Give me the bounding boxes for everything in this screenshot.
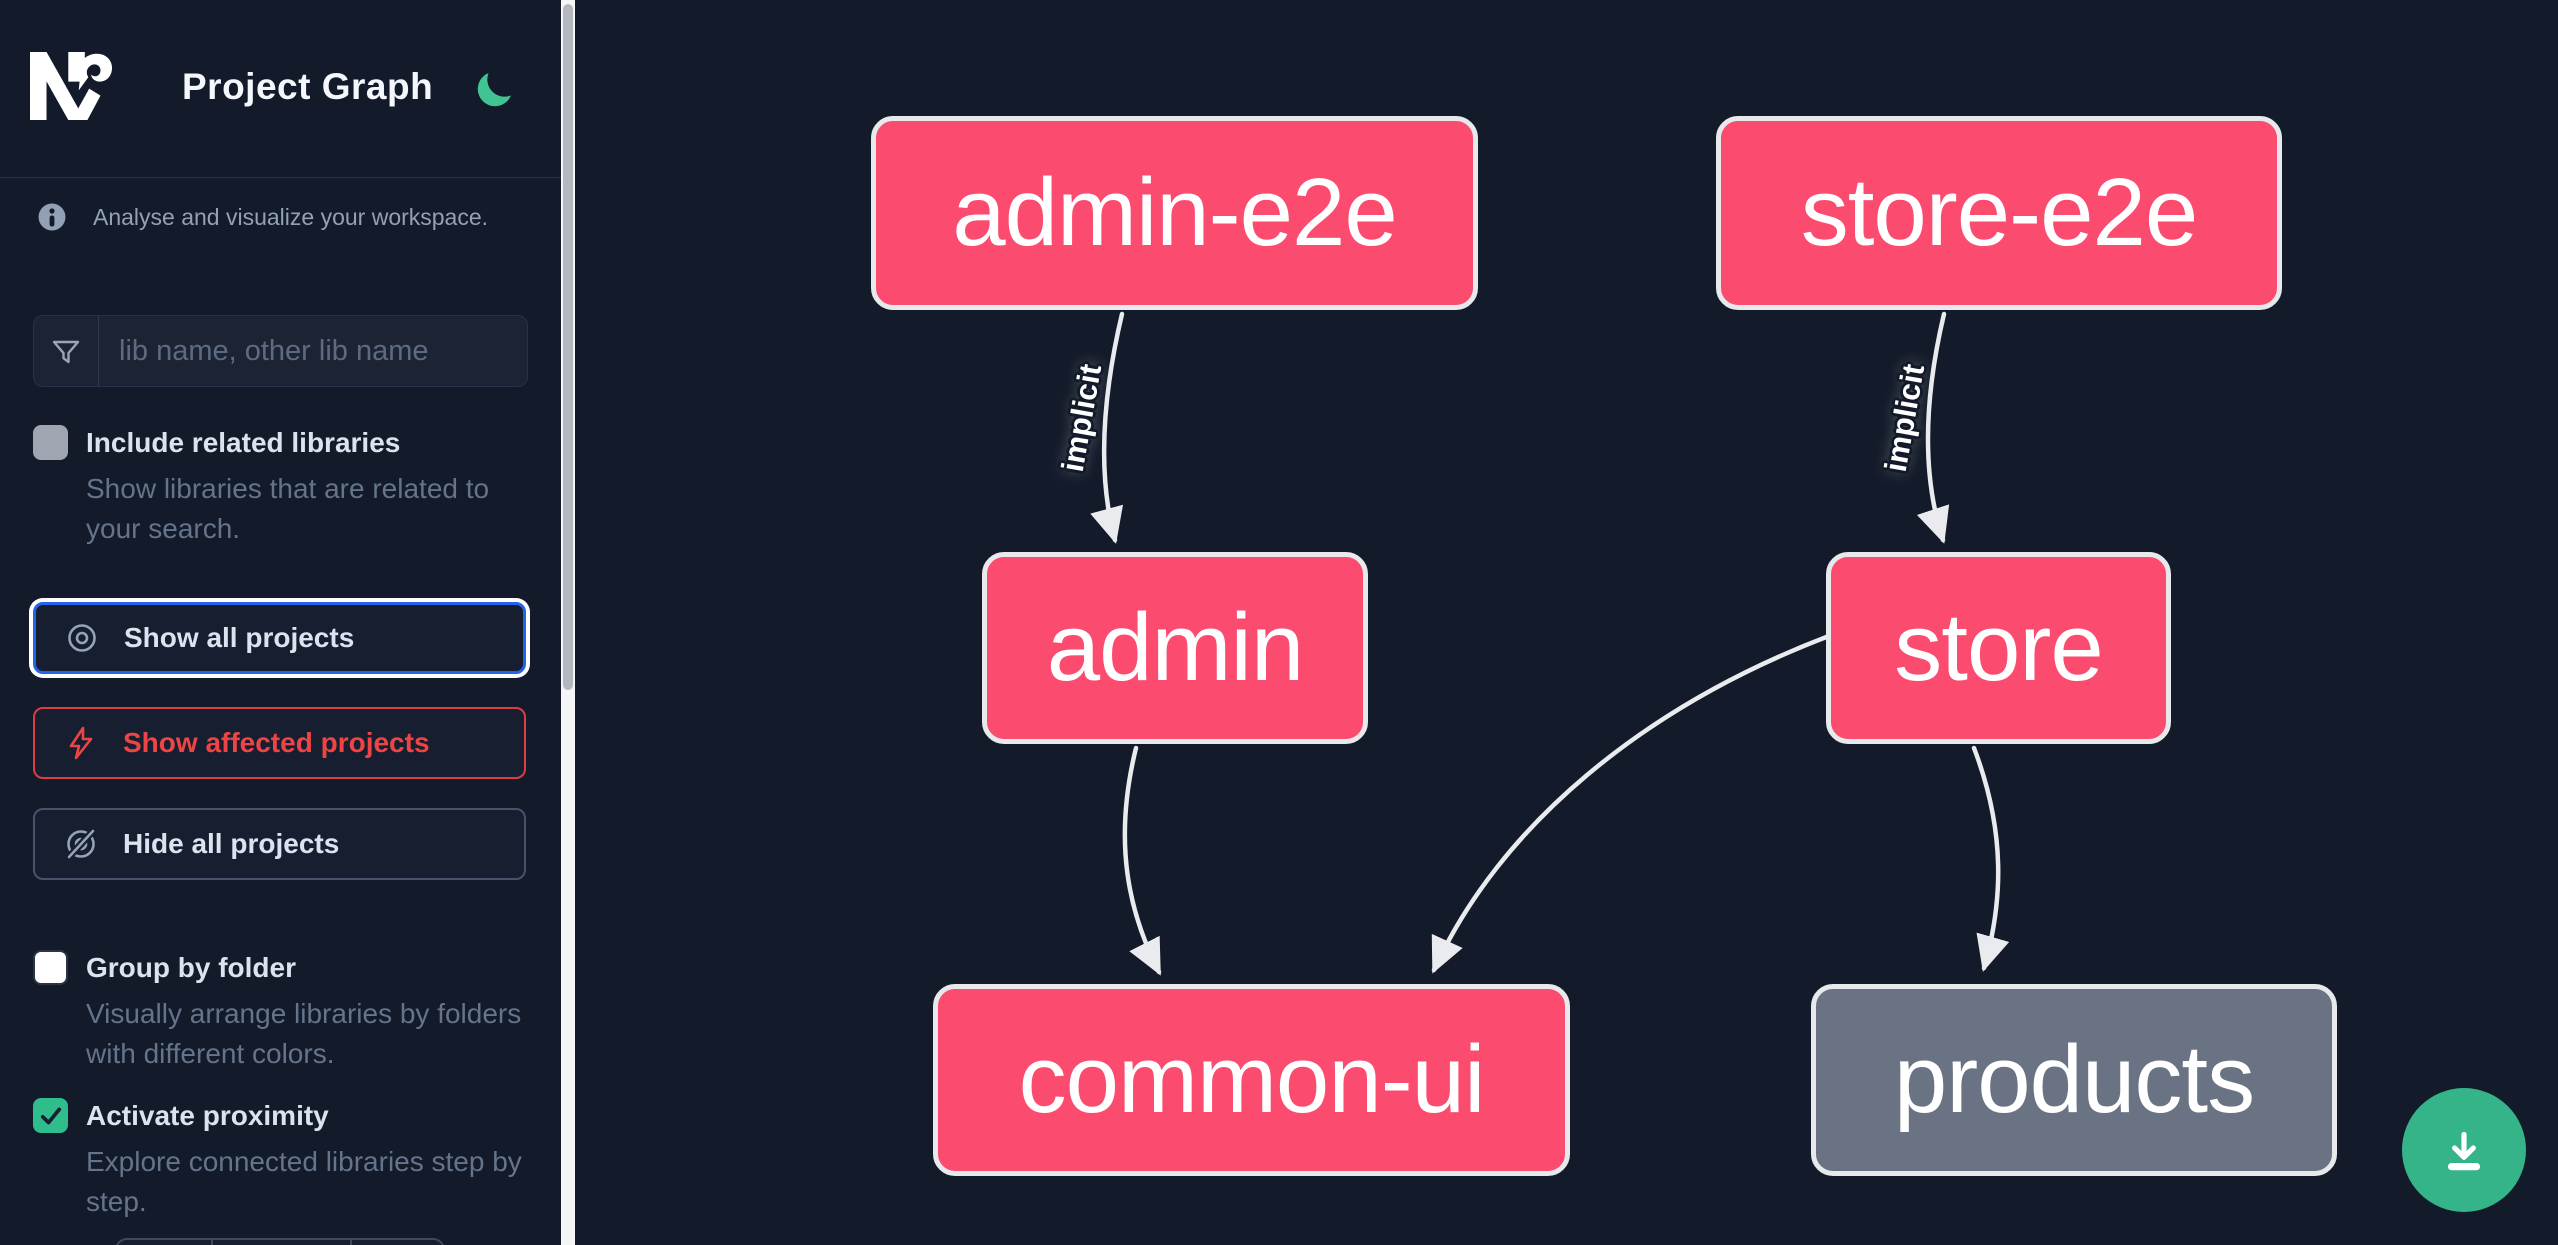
- group-by-folder-checkbox[interactable]: [33, 950, 68, 985]
- hide-all-projects-label: Hide all projects: [123, 828, 340, 859]
- nx-logo-icon: [30, 52, 113, 120]
- edge-store-common-ui[interactable]: [1431, 633, 1832, 974]
- sidebar: Project Graph Analyse and visualize your…: [0, 0, 561, 1245]
- show-all-projects-button[interactable]: Show all projects: [33, 602, 526, 674]
- show-affected-projects-label: Show affected projects: [123, 727, 430, 758]
- sidebar-scrollbar-track[interactable]: [561, 0, 575, 1245]
- edge-label-implicit: implicit: [1054, 361, 1109, 475]
- edge-admin-common-ui[interactable]: [1122, 745, 1162, 976]
- node-label: common-ui: [1018, 1026, 1486, 1133]
- activate-proximity-checkbox[interactable]: [33, 1098, 68, 1133]
- graph-canvas[interactable]: implicit implicit admin-e2e store-e2e ad…: [575, 0, 2558, 1245]
- node-store-e2e[interactable]: store-e2e: [1716, 116, 2282, 310]
- group-by-folder-description: Visually arrange libraries by folders wi…: [86, 998, 522, 1069]
- filter-funnel-icon: [52, 340, 80, 364]
- show-all-projects-label: Show all projects: [124, 622, 355, 653]
- download-icon: [2447, 1131, 2481, 1171]
- edge-label-implicit: implicit: [1877, 361, 1932, 475]
- info-icon: [38, 203, 66, 231]
- node-label: store: [1894, 594, 2103, 701]
- include-related-checkbox[interactable]: [33, 425, 68, 460]
- show-affected-projects-button[interactable]: Show affected projects: [33, 707, 526, 779]
- include-related-label: Include related libraries: [86, 427, 401, 458]
- filter-icon-cell: [34, 316, 99, 386]
- node-label: admin: [1046, 594, 1304, 701]
- node-common-ui[interactable]: common-ui: [933, 984, 1570, 1176]
- group-by-folder-label: Group by folder: [86, 952, 296, 983]
- theme-toggle-button[interactable]: [472, 66, 518, 112]
- tagline-text: Analyse and visualize your workspace.: [93, 203, 489, 230]
- edge-store-products[interactable]: [1971, 745, 2010, 972]
- activate-proximity-label: Activate proximity: [86, 1100, 329, 1131]
- node-label: products: [1893, 1026, 2255, 1133]
- eye-off-icon: [66, 828, 96, 860]
- node-label: store-e2e: [1800, 159, 2199, 266]
- sidebar-header: Project Graph: [0, 0, 561, 178]
- search-box: [33, 315, 528, 387]
- node-admin-e2e[interactable]: admin-e2e: [871, 116, 1478, 310]
- search-input[interactable]: [99, 316, 527, 386]
- include-related-row[interactable]: Include related libraries Show libraries…: [33, 423, 533, 593]
- tagline-row: Analyse and visualize your workspace.: [33, 198, 488, 236]
- stepper-divider: [350, 1240, 352, 1245]
- group-by-folder-row[interactable]: Group by folder Visually arrange librari…: [33, 948, 533, 1118]
- node-admin[interactable]: admin: [982, 552, 1368, 744]
- node-store[interactable]: store: [1826, 552, 2171, 744]
- check-icon: [40, 1107, 61, 1124]
- sidebar-scrollbar-thumb[interactable]: [563, 4, 573, 690]
- activate-proximity-row[interactable]: Activate proximity Explore connected lib…: [33, 1096, 533, 1245]
- hide-all-projects-button[interactable]: Hide all projects: [33, 808, 526, 880]
- lightning-bolt-icon: [69, 726, 93, 760]
- header-divider: [0, 177, 561, 178]
- stepper-divider: [211, 1240, 213, 1245]
- proximity-stepper-control[interactable]: [115, 1238, 445, 1245]
- activate-proximity-description: Explore connected libraries step by step…: [86, 1146, 522, 1217]
- include-related-description: Show libraries that are related to your …: [86, 473, 490, 544]
- node-label: admin-e2e: [952, 159, 1398, 266]
- node-products[interactable]: products: [1811, 984, 2337, 1176]
- moon-icon: [477, 72, 512, 107]
- page-title: Project Graph: [182, 66, 434, 107]
- download-graph-button[interactable]: [2402, 1088, 2526, 1212]
- eye-icon: [68, 624, 96, 652]
